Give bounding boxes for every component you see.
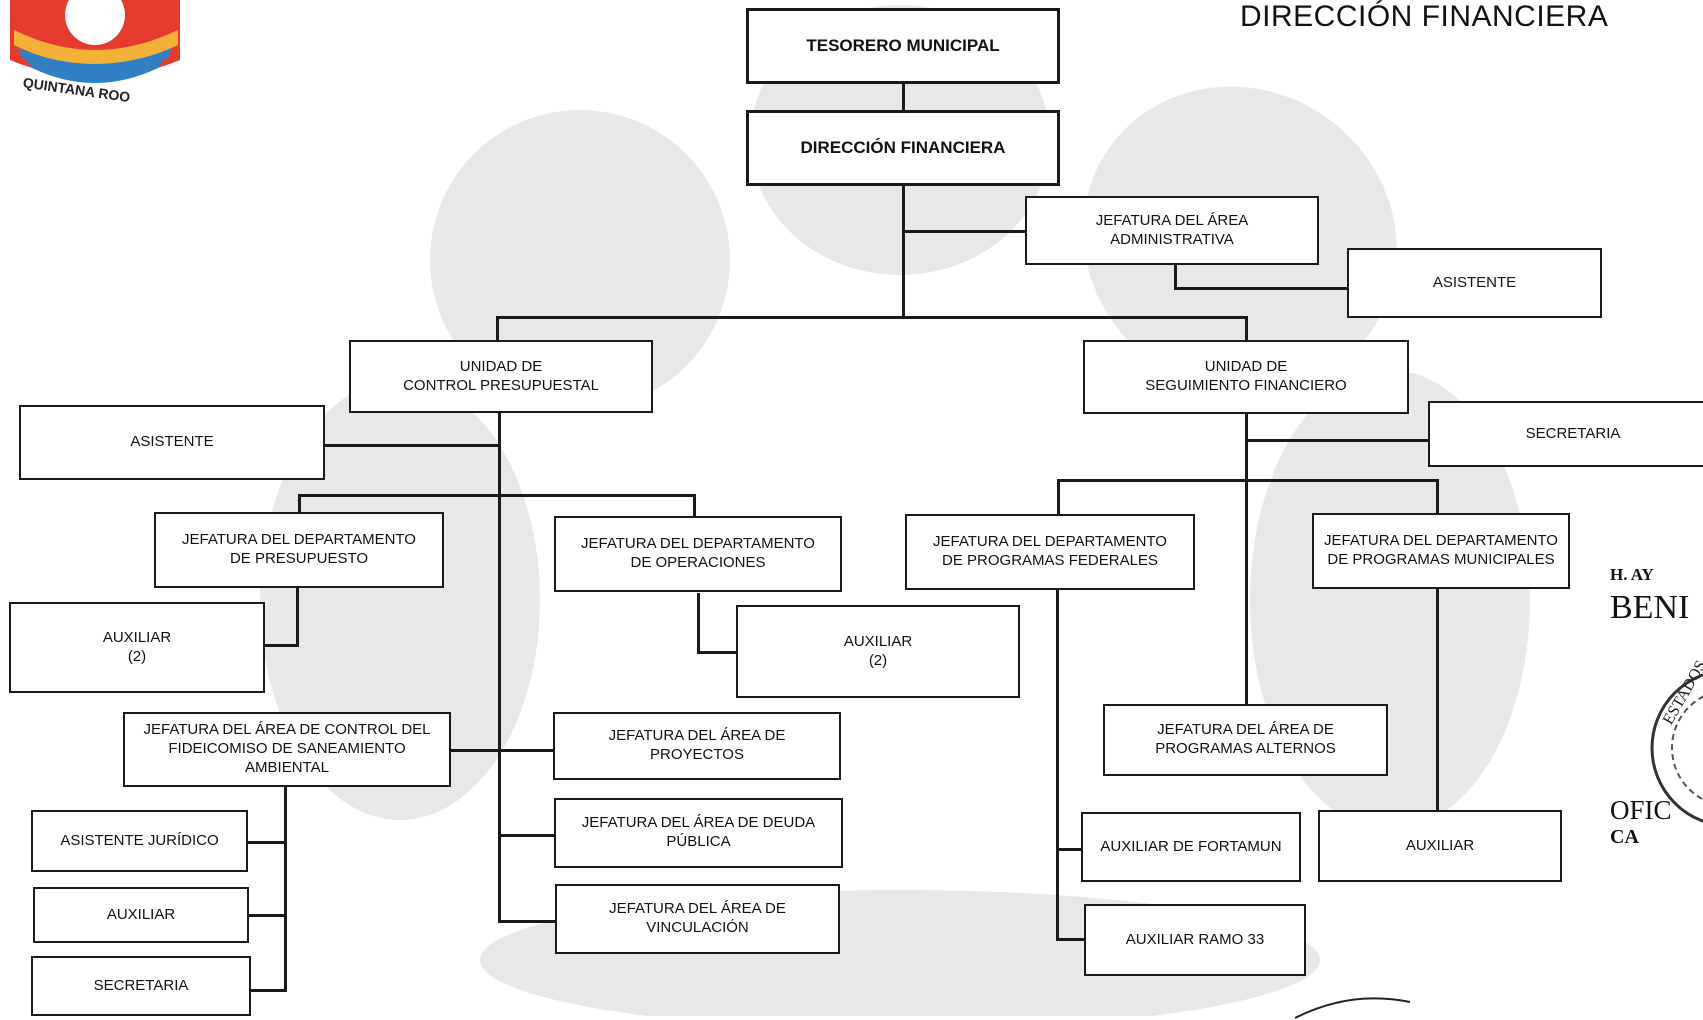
seal-line-2: BENI bbox=[1610, 589, 1690, 626]
connector bbox=[902, 230, 1028, 233]
node-asistente-juridico: ASISTENTE JURÍDICO bbox=[31, 810, 248, 872]
node-auxiliar-presupuesto: AUXILIAR (2) bbox=[9, 602, 265, 693]
connector bbox=[298, 494, 301, 514]
connector bbox=[298, 494, 695, 497]
node-auxiliar-fideicomiso: AUXILIAR bbox=[33, 887, 249, 943]
node-jefatura-programas-federales: JEFATURA DEL DEPARTAMENTO DE PROGRAMAS F… bbox=[905, 514, 1195, 590]
connector bbox=[902, 184, 905, 318]
node-jefatura-administrativa: JEFATURA DEL ÁREA ADMINISTRATIVA bbox=[1025, 196, 1319, 265]
connector bbox=[498, 920, 556, 923]
node-jefatura-programas-alternos: JEFATURA DEL ÁREA DE PROGRAMAS ALTERNOS bbox=[1103, 704, 1388, 776]
quintana-roo-logo: QUINTANA ROO bbox=[10, 0, 180, 105]
connector bbox=[1174, 287, 1350, 290]
node-secretaria-fideicomiso: SECRETARIA bbox=[31, 956, 251, 1016]
signature-mark bbox=[1294, 997, 1411, 1019]
node-jefatura-vinculacion: JEFATURA DEL ÁREA DE VINCULACIÓN bbox=[555, 884, 840, 954]
node-auxiliar-municipales: AUXILIAR bbox=[1318, 810, 1562, 882]
connector bbox=[1056, 938, 1086, 941]
node-jefatura-fideicomiso: JEFATURA DEL ÁREA DE CONTROL DEL FIDEICO… bbox=[123, 712, 451, 787]
node-auxiliar-operaciones: AUXILIAR (2) bbox=[736, 605, 1020, 698]
connector bbox=[1245, 439, 1430, 442]
connector bbox=[1056, 848, 1083, 851]
connector bbox=[246, 841, 286, 844]
node-direccion-financiera: DIRECCIÓN FINANCIERA bbox=[746, 110, 1060, 186]
connector bbox=[496, 316, 499, 340]
node-asistente-admin: ASISTENTE bbox=[1347, 248, 1602, 318]
node-tesorero-municipal: TESORERO MUNICIPAL bbox=[746, 8, 1060, 84]
connector bbox=[1436, 479, 1439, 513]
connector bbox=[1245, 316, 1248, 342]
official-seal: ESTADOS bbox=[1650, 658, 1703, 823]
official-seal-text: H. AY BENI OFIC CA bbox=[1610, 565, 1689, 849]
connector bbox=[498, 412, 501, 922]
connector bbox=[1057, 479, 1060, 517]
seal-line-1: H. AY bbox=[1610, 565, 1654, 584]
node-jefatura-proyectos: JEFATURA DEL ÁREA DE PROYECTOS bbox=[553, 712, 841, 780]
connector bbox=[498, 834, 556, 837]
node-unidad-seguimiento-financiero: UNIDAD DE SEGUIMIENTO FINANCIERO bbox=[1083, 340, 1409, 414]
node-auxiliar-fortamun: AUXILIAR DE FORTAMUN bbox=[1081, 812, 1301, 882]
connector bbox=[697, 651, 739, 654]
connector bbox=[450, 749, 556, 752]
node-unidad-control-presupuestal: UNIDAD DE CONTROL PRESUPUESTAL bbox=[349, 340, 653, 413]
connector bbox=[296, 588, 299, 646]
connector bbox=[902, 82, 905, 112]
connector bbox=[1056, 588, 1059, 941]
connector bbox=[697, 593, 700, 653]
connector bbox=[1245, 413, 1248, 706]
node-jefatura-programas-municipales: JEFATURA DEL DEPARTAMENTO DE PROGRAMAS M… bbox=[1312, 513, 1570, 589]
connector bbox=[1436, 586, 1439, 812]
connector bbox=[1174, 265, 1177, 289]
connector bbox=[248, 914, 286, 917]
node-secretaria-seguimiento: SECRETARIA bbox=[1428, 401, 1703, 467]
connector bbox=[693, 494, 696, 518]
connector bbox=[265, 644, 299, 647]
connector bbox=[323, 444, 500, 447]
node-auxiliar-ramo33: AUXILIAR RAMO 33 bbox=[1084, 904, 1306, 976]
node-jefatura-presupuesto: JEFATURA DEL DEPARTAMENTO DE PRESUPUESTO bbox=[154, 512, 444, 588]
node-asistente-control: ASISTENTE bbox=[19, 405, 325, 480]
node-jefatura-deuda-publica: JEFATURA DEL ÁREA DE DEUDA PÚBLICA bbox=[554, 798, 843, 868]
connector bbox=[496, 316, 1247, 319]
connector bbox=[284, 781, 287, 992]
seal-line-4: CA bbox=[1610, 826, 1639, 848]
connector bbox=[1057, 479, 1439, 482]
seal-line-3: OFIC bbox=[1610, 795, 1672, 825]
node-jefatura-operaciones: JEFATURA DEL DEPARTAMENTO DE OPERACIONES bbox=[554, 516, 842, 592]
page-title: DIRECCIÓN FINANCIERA bbox=[1240, 0, 1609, 33]
connector bbox=[248, 989, 286, 992]
